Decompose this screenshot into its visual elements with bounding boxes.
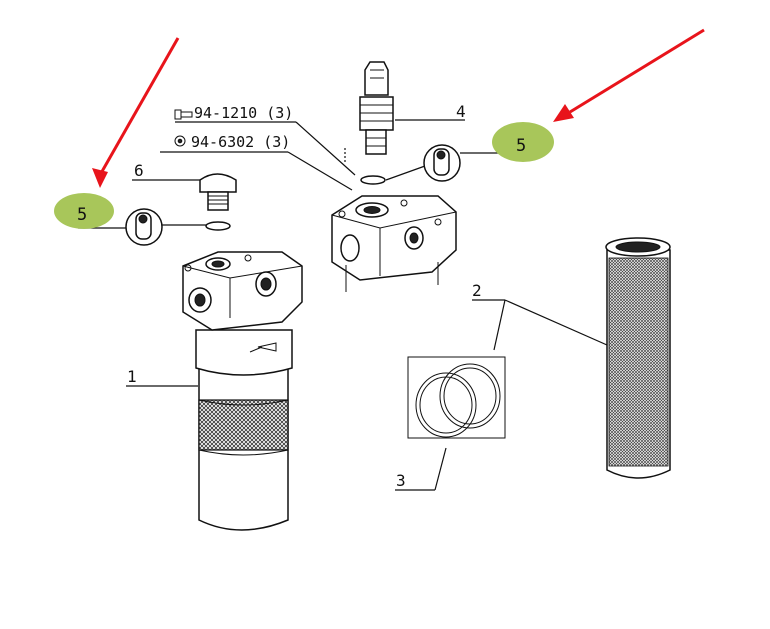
bolt-icon xyxy=(174,109,193,120)
badge-part-5-right: 5 xyxy=(492,122,554,162)
badge-left-label: 5 xyxy=(77,205,87,225)
part-1-label: 1 xyxy=(127,367,137,386)
part-4-label: 4 xyxy=(456,102,466,121)
seal-ring-icon xyxy=(423,144,461,182)
plug-part xyxy=(199,173,237,231)
sensor-switch xyxy=(359,61,394,185)
part-3-label: 3 xyxy=(396,471,406,490)
part-2-label: 2 xyxy=(472,281,482,300)
red-arrow-right xyxy=(553,28,705,122)
red-arrow-left xyxy=(92,37,180,188)
part-6-label: 6 xyxy=(134,161,144,180)
badge-part-5-left: 5 xyxy=(54,193,114,229)
seal-rings-set xyxy=(407,356,506,439)
leader-lines xyxy=(78,119,608,491)
bolt-reference-label: 94-1210 (3) xyxy=(194,104,293,122)
seal-ring-icon xyxy=(125,208,163,246)
filter-element xyxy=(605,237,671,479)
filter-housing xyxy=(182,251,303,531)
badge-right-label: 5 xyxy=(516,136,526,156)
washer-reference-label: 94-6302 (3) xyxy=(191,133,290,151)
adapter-block xyxy=(331,195,457,292)
washer-icon xyxy=(174,135,186,147)
